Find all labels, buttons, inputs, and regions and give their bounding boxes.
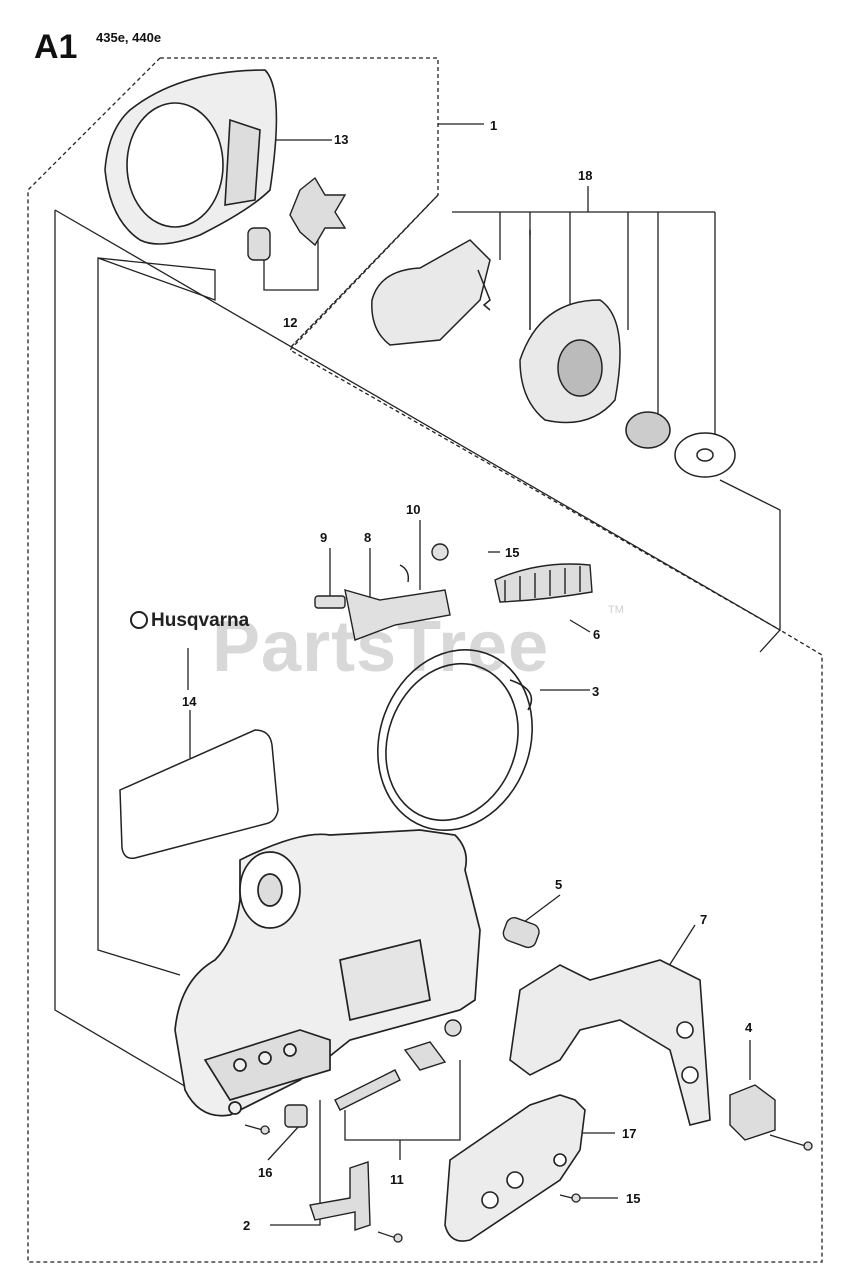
brake-band-part-3 <box>377 649 533 831</box>
bracket-part-7 <box>509 959 711 1126</box>
callout-16: 16 <box>258 1165 273 1180</box>
chain-brake-cover <box>174 829 481 1117</box>
page-code: A1 <box>34 28 78 66</box>
callout-11: 11 <box>390 1172 404 1187</box>
callout-15-lower: 15 <box>626 1191 641 1206</box>
watermark-tm: TM <box>608 604 624 616</box>
screws <box>244 1124 813 1243</box>
tensioner-part-2 <box>309 1161 371 1231</box>
nut-part-16 <box>284 1104 308 1128</box>
callout-9: 9 <box>320 530 328 545</box>
outer-dashed-frame <box>27 57 823 1263</box>
brake-spring-part-6 <box>494 563 593 603</box>
husqvarna-decal-text: Husqvarna <box>130 610 249 632</box>
starter-cover-part-13 <box>104 69 278 245</box>
decal-part-14 <box>119 729 279 860</box>
callout-1: 1 <box>490 118 498 133</box>
plate-part-17 <box>444 1094 586 1242</box>
callout-17: 17 <box>622 1126 637 1141</box>
model-list: 435e, 440e <box>96 30 162 45</box>
bushing-part-5 <box>502 917 540 949</box>
clutch-group-boundary <box>288 194 781 631</box>
brake-linkage-part-8 <box>314 543 451 641</box>
husqvarna-logo-icon <box>130 611 148 629</box>
callout-15-upper: 15 <box>505 545 520 560</box>
shaft-part-11 <box>334 1019 462 1111</box>
drive-gear-part-12 <box>247 176 347 261</box>
callout-14: 14 <box>182 694 197 709</box>
callout-3: 3 <box>592 684 600 699</box>
callout-5: 5 <box>555 877 563 892</box>
callout-13: 13 <box>334 132 349 147</box>
clip-part-4 <box>729 1084 776 1141</box>
callout-4: 4 <box>745 1020 753 1035</box>
callout-7: 7 <box>700 912 708 927</box>
callout-2: 2 <box>243 1218 251 1233</box>
callout-18: 18 <box>578 168 593 183</box>
callout-12: 12 <box>283 315 298 330</box>
callout-8: 8 <box>364 530 372 545</box>
callout-6: 6 <box>593 627 601 642</box>
callout-10: 10 <box>406 502 421 517</box>
brake-assembly-part-18 <box>371 230 736 478</box>
